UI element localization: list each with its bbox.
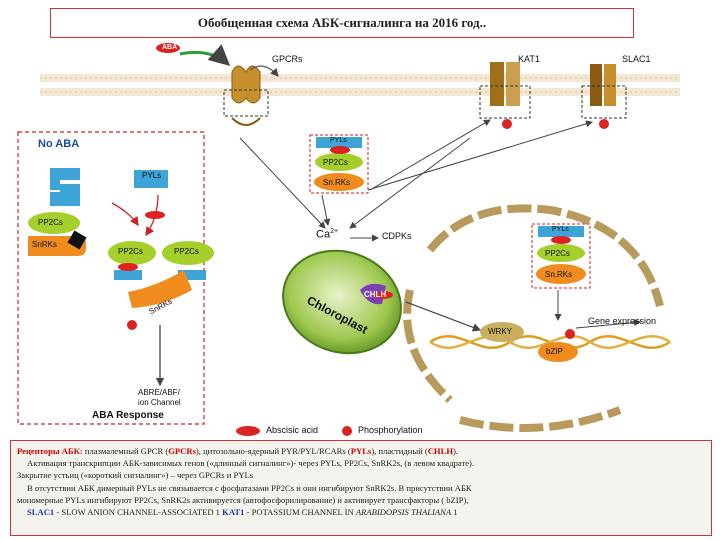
caption-text-c: ), пластидный ( <box>371 446 428 456</box>
slac1-phospho-icon <box>599 119 609 129</box>
caption-line-5: мономерные PYLs ингибируют PP2Cs, SnRK2s… <box>17 494 469 505</box>
kat1-label: KAT1 <box>518 54 540 64</box>
snrks-left-label: SnRKs <box>32 240 57 249</box>
wrky-blob <box>480 322 524 342</box>
inhibitor-block <box>67 230 87 250</box>
slac1-channel <box>581 64 627 119</box>
caption-line-4: В отсутствии АБК димерный PYLs не связыв… <box>27 482 472 493</box>
ca-superscript: 2+ <box>330 228 339 235</box>
aba-response-label: ABA Response <box>92 410 164 421</box>
caption-text-d: ). <box>453 446 459 456</box>
bzip-phospho-icon <box>565 329 575 339</box>
wrky-label: WRKY <box>488 327 512 336</box>
center-pyls-label: PYLs <box>330 137 347 144</box>
no-aba-label: No ABA <box>38 138 80 150</box>
pp2cs-mid-label: PP2Cs <box>118 247 143 256</box>
gene-expression-label: Gene expression <box>588 316 657 326</box>
chlh-label: CHLH <box>364 290 387 299</box>
right-pp2cs-label: PP2Cs <box>545 249 570 258</box>
snrks-active-blob <box>128 270 192 308</box>
chloroplast-shape <box>282 249 402 355</box>
caption-line-6: SLAC1 - SLOW ANION CHANNEL-ASSOCIATED 1 … <box>17 506 705 518</box>
right-complex-frame <box>531 223 591 289</box>
bzip-label: bZIP <box>546 347 563 356</box>
pp2cs-left-label: PP2Cs <box>38 218 63 227</box>
caption-chlh: CHLH <box>427 446 454 456</box>
plasma-membrane <box>40 74 680 96</box>
caption-line-2: Активация транскрипции АБК-зависимых ген… <box>27 458 475 469</box>
kat1-channel <box>479 62 531 119</box>
pyls-dimer <box>50 168 80 206</box>
center-complex-frame <box>309 134 369 194</box>
gpcrs-label: GPCRs <box>272 54 303 64</box>
caption-kat1-desc: - POTASSIUM CHANNEL IN <box>244 507 356 518</box>
ca-text: Ca <box>316 228 331 241</box>
slac1-label: SLAC1 <box>622 54 651 64</box>
caption-gpcrs: GPCRs <box>168 446 196 456</box>
caption-line-1: Рецепторы АБК: плазмалемный GPCR (GPCRs)… <box>17 445 705 457</box>
nuclear-envelope <box>426 204 664 307</box>
gpcr-receptor <box>223 65 279 126</box>
title-box: Обобщенная схема АБК-сигналинга на 2016 … <box>50 8 634 38</box>
caption-pyls: PYLs <box>350 446 372 456</box>
bzip-blob <box>538 342 578 362</box>
aba-green-arrow <box>179 44 231 66</box>
snrks-phospho-icon <box>127 320 137 330</box>
caption-kat1-end: 1 <box>451 507 458 518</box>
caption-species: ARABIDOPSIS THALIANA <box>355 507 452 518</box>
caption-text-b: ), цитозольно-ядерный PYR/PYL/RCARs ( <box>195 446 351 456</box>
aba-signaling-diagram: ABA GPCRs KAT1 SLAC1 No ABA PYLs PP2Cs S… <box>10 40 710 438</box>
pyls-label: PYLs <box>142 171 162 180</box>
center-pp2cs-label: PP2Cs <box>323 158 348 167</box>
pp2cs-right-label: PP2Cs <box>174 247 199 256</box>
pyls-monomer-aba <box>134 170 168 188</box>
caption-slac1: SLAC1 <box>27 507 55 518</box>
pp2cs-right-blob <box>162 241 214 265</box>
ion-channel-label: ion Channel <box>138 398 181 407</box>
pyls-bound-left <box>114 270 142 280</box>
pp2cs-left-blob <box>28 212 80 234</box>
caption-text-a: плазмалемный GPCR ( <box>82 446 169 456</box>
right-snrks-label: Sn.RKs <box>545 270 573 279</box>
caption-line-3: Закрытие устьиц («короткий сигналинг») –… <box>17 470 254 481</box>
diagram-graphics <box>17 43 680 436</box>
caption-kat1: KAT1 <box>222 507 245 518</box>
page-title: Обобщенная схема АБК-сигналинга на 2016 … <box>197 15 487 30</box>
ca-label: Ca2+ <box>316 228 338 241</box>
legend-aba-text: Abscisic acid <box>266 425 319 435</box>
pp2cs-mid-blob <box>108 241 156 265</box>
dna-helix <box>429 335 671 349</box>
caption-box: Рецепторы АБК: плазмалемный GPCR (GPCRs)… <box>10 440 712 536</box>
legend-aba-swatch <box>236 426 260 436</box>
right-pyls-label: PYLs <box>552 226 569 233</box>
legend-phospho-text: Phosphorylation <box>358 425 423 435</box>
cdpks-label: CDPKs <box>382 231 412 241</box>
legend-phospho-swatch <box>342 426 352 436</box>
center-snrks-label: Sn.RKs <box>323 178 351 187</box>
caption-slac1-desc: - SLOW ANION CHANNEL-ASSOCIATED 1 <box>54 507 223 518</box>
aba-ligand-label: ABA <box>162 44 178 51</box>
caption-receptors-heading: Рецепторы АБК: <box>17 446 83 456</box>
kat1-phospho-icon <box>502 119 512 129</box>
abre-label: ABRE/ABF/ <box>138 388 180 397</box>
